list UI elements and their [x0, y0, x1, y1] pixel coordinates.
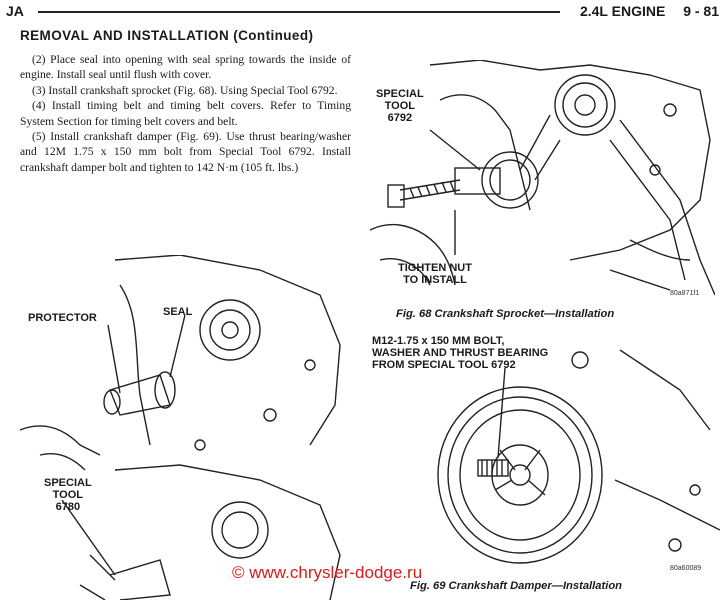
- fig69-caption: Fig. 69 Crankshaft Damper—Installation: [410, 580, 622, 592]
- header-rule: [38, 11, 560, 13]
- page-header-right: 2.4L ENGINE 9 - 81: [566, 3, 719, 19]
- step-4: (4) Install timing belt and timing belt …: [20, 99, 351, 128]
- fig68-code: 80a871f1: [670, 290, 700, 297]
- watermark: © www.chrysler-dodge.ru: [232, 563, 423, 582]
- seal-illustration: [20, 255, 341, 600]
- fig68-caption: Fig. 68 Crankshaft Sprocket—Installation: [396, 308, 615, 320]
- header-page-number: 9 - 81: [683, 3, 719, 19]
- fig68-illustration: [370, 60, 715, 296]
- label-special-tool-6780: SPECIAL TOOL 6780: [44, 477, 92, 513]
- instructions-text: (2) Place seal into opening with seal sp…: [20, 52, 351, 175]
- fig69-illustration: [437, 349, 720, 564]
- fig68-label-tighten-nut: TIGHTEN NUT TO INSTALL: [398, 262, 472, 286]
- header-engine: 2.4L ENGINE: [579, 3, 666, 19]
- label-protector: PROTECTOR: [28, 312, 97, 324]
- fig68-label-special-tool: SPECIAL TOOL 6792: [376, 88, 424, 124]
- page-header-section: JA: [6, 3, 24, 19]
- label-seal: SEAL: [163, 306, 193, 318]
- section-title: REMOVAL AND INSTALLATION (Continued): [20, 28, 314, 43]
- fig69-code: 80a60089: [670, 565, 702, 572]
- step-2: (2) Place seal into opening with seal sp…: [20, 53, 351, 82]
- step-3: (3) Install crankshaft sprocket (Fig. 68…: [32, 83, 338, 97]
- step-5: (5) Install crankshaft damper (Fig. 69).…: [20, 130, 351, 174]
- fig69-label-bolt: M12-1.75 x 150 MM BOLT, WASHER AND THRUS…: [372, 335, 549, 371]
